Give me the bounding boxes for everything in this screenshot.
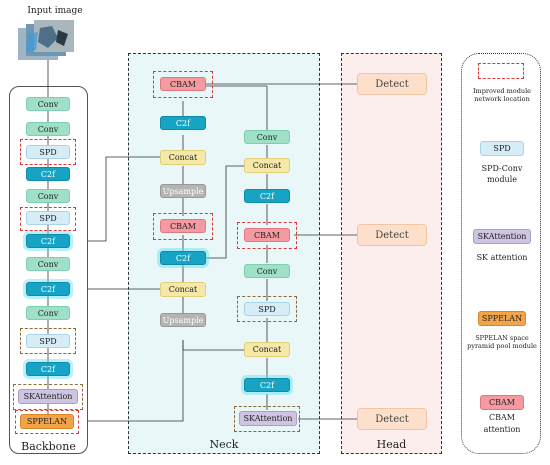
improved-marker-sppelan [15, 410, 79, 434]
improved-marker-spd-3 [20, 328, 76, 354]
backbone-conv-5: Conv [26, 306, 70, 320]
backbone-spd-2: SPD [26, 211, 70, 225]
backbone-c2f-4: C2f [26, 362, 70, 376]
backbone-skattention: SKAttention [18, 389, 78, 404]
legend-improved-marker [478, 63, 524, 79]
satellite-image-icon [18, 20, 74, 60]
neck-cbam-1: CBAM [160, 77, 206, 91]
head-detect-1: Detect [357, 73, 427, 95]
neck-c2f-2: C2f [160, 251, 206, 265]
neck-conv-1: Conv [244, 130, 290, 144]
legend-sppelan-desc: SPPELAN space pyramid pool module [467, 334, 537, 350]
neck-concat-2: Concat [160, 282, 206, 297]
legend-improved-label: Improved module network location [472, 87, 531, 103]
improved-marker-neck-spd [237, 296, 297, 322]
neck-cbam-2: CBAM [160, 219, 206, 233]
backbone-spd-1: SPD [26, 145, 70, 159]
head-detect-3: Detect [357, 408, 427, 430]
neck-concat-4: Concat [244, 342, 290, 357]
head-panel [341, 53, 442, 454]
backbone-conv-4: Conv [26, 257, 70, 271]
neck-c2f-1: C2f [160, 116, 206, 130]
neck-title: Neck [209, 438, 239, 451]
input-image-thumbnail [18, 20, 76, 64]
backbone-c2f-2: C2f [26, 234, 70, 248]
backbone-c2f-1: C2f [26, 167, 70, 181]
head-title: Head [376, 438, 407, 451]
neck-concat-3: Concat [244, 158, 290, 173]
backbone-conv-1: Conv [26, 97, 70, 111]
legend-spd-desc: SPD-Conv module [481, 164, 523, 184]
legend-panel [461, 53, 541, 454]
improved-marker-spd-2 [20, 207, 76, 231]
neck-concat-1: Concat [160, 150, 206, 165]
neck-c2f-3: C2f [244, 189, 290, 203]
neck-spd: SPD [244, 302, 290, 316]
neck-skattention: SKAttention [239, 411, 297, 426]
legend-spd-block: SPD [480, 141, 524, 156]
neck-cbam-3: CBAM [244, 228, 290, 242]
input-image-label: Input image [27, 6, 83, 16]
neck-upsample-2: Upsample [160, 313, 206, 327]
legend-cbam-desc: CBAM attention [483, 413, 521, 434]
improved-marker-neck-skattention [234, 406, 300, 432]
neck-upsample-1: Upsample [160, 184, 206, 198]
legend-skattention-block: SKAttention [473, 229, 531, 244]
improved-marker-spd-1 [20, 139, 76, 165]
improved-marker-neck-cbam-1 [153, 71, 213, 98]
backbone-c2f-3: C2f [26, 282, 70, 296]
legend-sppelan-block: SPPELAN [478, 311, 526, 326]
backbone-conv-2: Conv [26, 122, 70, 136]
improved-marker-neck-cbam-2 [153, 213, 213, 240]
legend-skattention-desc: SK attention [476, 253, 528, 262]
backbone-sppelan: SPPELAN [20, 414, 74, 429]
head-detect-2: Detect [357, 224, 427, 246]
neck-c2f-4: C2f [244, 378, 290, 392]
backbone-title: Backbone [21, 440, 76, 453]
legend-cbam-block: CBAM [480, 395, 524, 410]
improved-marker-neck-cbam-3 [237, 222, 297, 249]
backbone-spd-3: SPD [26, 334, 70, 348]
backbone-conv-3: Conv [26, 189, 70, 203]
neck-conv-2: Conv [244, 264, 290, 278]
improved-marker-skattention [13, 384, 83, 410]
